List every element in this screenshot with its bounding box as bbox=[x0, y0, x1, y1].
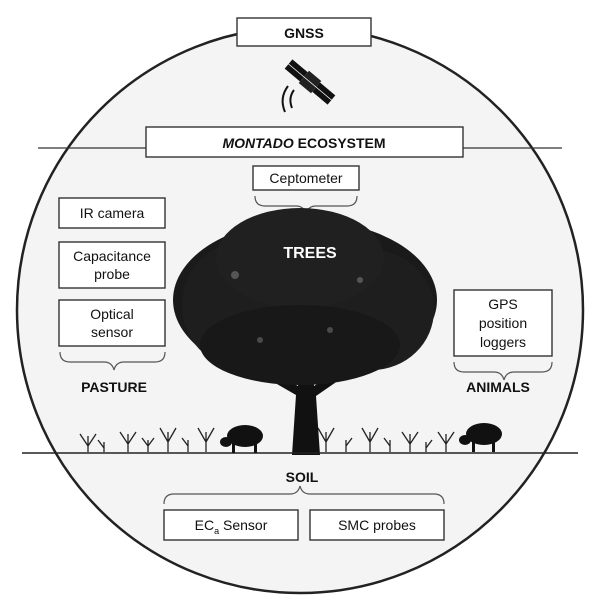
signal-wave-icon bbox=[281, 85, 289, 113]
gps-loggers-label-line2: position bbox=[479, 315, 527, 331]
optical-sensor-box bbox=[58, 299, 166, 347]
ir-camera-label: IR camera bbox=[80, 205, 145, 221]
gps-loggers-box bbox=[453, 289, 553, 357]
ceptometer-box bbox=[252, 165, 360, 191]
ceptometer-label: Ceptometer bbox=[269, 170, 342, 186]
eca-sensor-label: ECa Sensor bbox=[195, 517, 268, 536]
trees-label: TREES bbox=[283, 245, 337, 262]
satellite-icon bbox=[284, 59, 336, 105]
eca-sensor-subscript: a bbox=[214, 526, 219, 536]
ir-camera-box bbox=[58, 197, 166, 229]
capacitance-probe-box bbox=[58, 241, 166, 289]
eca-sensor-suffix: Sensor bbox=[219, 517, 268, 533]
signal-wave-icon bbox=[289, 89, 295, 109]
animals-label: ANIMALS bbox=[466, 379, 530, 395]
optical-sensor-label-line1: Optical bbox=[90, 306, 134, 322]
ecosystem-label-rest: ECOSYSTEM bbox=[294, 135, 386, 151]
eca-sensor-box bbox=[163, 509, 299, 541]
gnss-label: GNSS bbox=[284, 25, 324, 41]
capacitance-probe-label-line2: probe bbox=[94, 266, 130, 282]
ecosystem-label: MONTADO ECOSYSTEM bbox=[222, 135, 385, 151]
smc-probes-label: SMC probes bbox=[338, 517, 416, 533]
soil-label: SOIL bbox=[286, 469, 319, 485]
gnss-box bbox=[236, 17, 372, 47]
animals-brace bbox=[453, 361, 553, 381]
optical-sensor-label-line2: sensor bbox=[91, 324, 133, 340]
eca-sensor-prefix: EC bbox=[195, 517, 214, 533]
sheep-icon bbox=[220, 425, 263, 453]
pasture-brace bbox=[59, 351, 166, 371]
tree-icon bbox=[173, 208, 437, 455]
ecosystem-box bbox=[145, 126, 464, 158]
pasture-label: PASTURE bbox=[81, 379, 147, 395]
ecosystem-label-italic: MONTADO bbox=[222, 135, 293, 151]
soil-brace bbox=[163, 485, 445, 505]
capacitance-probe-label-line1: Capacitance bbox=[73, 248, 151, 264]
gps-loggers-label-line1: GPS bbox=[488, 296, 518, 312]
grass-icon bbox=[79, 427, 455, 452]
smc-probes-box bbox=[309, 509, 445, 541]
sheep-icon bbox=[459, 423, 502, 452]
gps-loggers-label-line3: loggers bbox=[480, 334, 526, 350]
